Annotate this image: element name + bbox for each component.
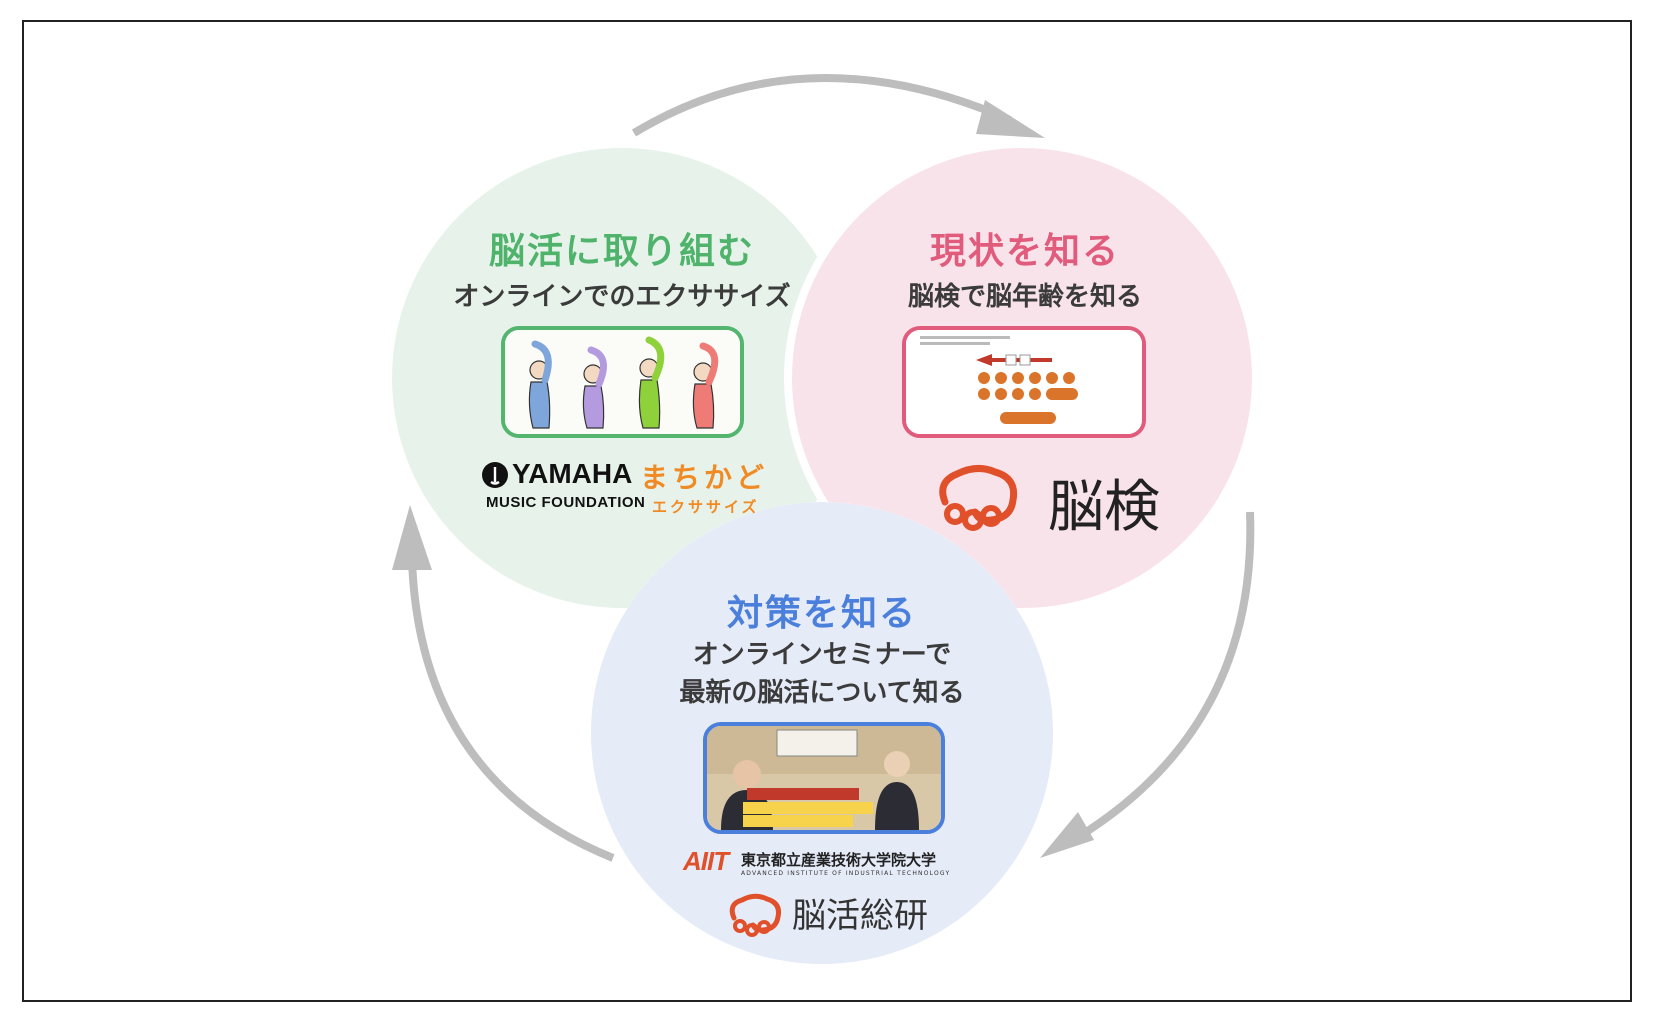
arrow-right-head	[1040, 812, 1094, 858]
pink-heading: 現状を知る	[929, 231, 1120, 272]
exercise-image	[501, 326, 744, 438]
blue-subtext: オンラインセミナーで 最新の脳活について知る	[591, 636, 1053, 712]
person-purple	[582, 346, 607, 429]
nokatsu-brain-icon	[729, 893, 781, 937]
arrow-left	[408, 559, 615, 862]
arrow-left-head	[392, 505, 432, 570]
logo-aiit-en: ADVANCED INSTITUTE OF INDUSTRIAL TECHNOL…	[741, 870, 951, 877]
noken-brain-icon	[939, 465, 1018, 531]
seminar-video-thumbnail	[707, 726, 941, 830]
logo-yamaha-main: YAMAHA	[512, 458, 633, 489]
stretching-people-illustration	[505, 330, 740, 434]
green-subtext: オンラインでのエクササイズ	[453, 282, 791, 312]
arrow-right	[1067, 511, 1255, 846]
logo-aiit-mark: AIIT	[683, 846, 729, 876]
brain-test-screen	[906, 330, 1142, 434]
logo-machikado-main: まちかど	[640, 461, 769, 494]
arrow-top	[631, 74, 1012, 137]
logo-yamaha-sub: MUSIC FOUNDATION	[486, 494, 646, 511]
brain-test-image	[902, 326, 1146, 438]
green-heading: 脳活に取り組む	[488, 231, 755, 272]
blue-subtext-line2: 最新の脳活について知る	[679, 678, 965, 708]
person-green	[638, 336, 665, 429]
diagram-frame	[22, 20, 1632, 1002]
blue-heading: 対策を知る	[726, 593, 917, 634]
logo-aiit-name: 東京都立産業技術大学院大学	[741, 851, 937, 869]
yamaha-tuning-fork-icon	[482, 462, 508, 488]
arrow-top-head	[976, 100, 1045, 138]
logo-machikado-sub: エクササイズ	[652, 498, 760, 516]
person-blue	[528, 340, 552, 429]
pink-subtext: 脳検で脳年齢を知る	[907, 282, 1142, 312]
seminar-image	[703, 722, 945, 834]
blue-subtext-line1: オンラインセミナーで	[692, 640, 952, 670]
logo-noken: 脳検	[1048, 475, 1160, 540]
person-red	[692, 342, 719, 429]
logo-nokatsu: 脳活総研	[792, 896, 928, 936]
